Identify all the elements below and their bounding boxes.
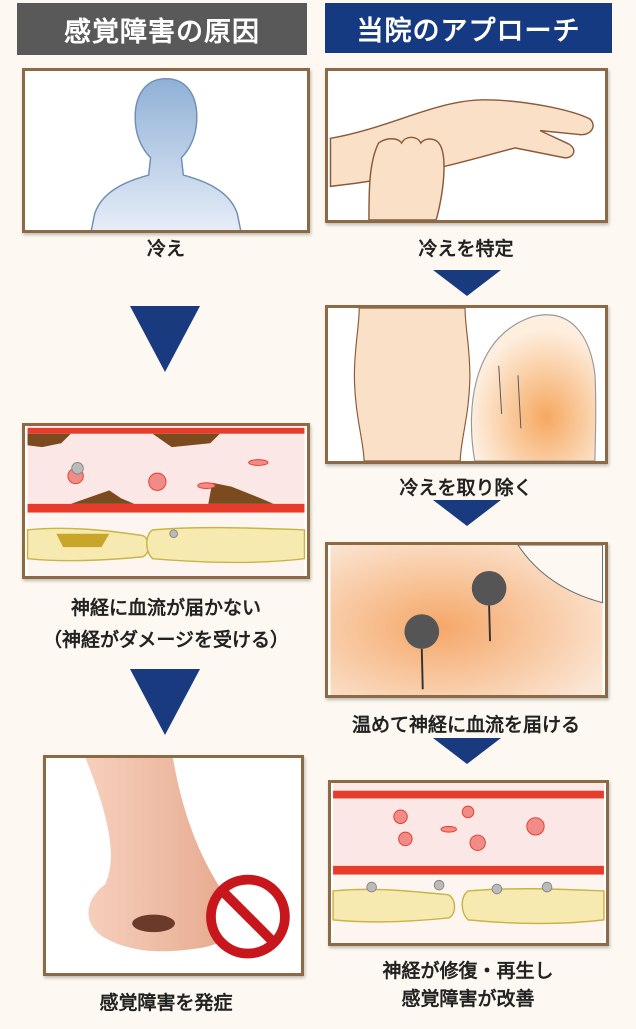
remove-cold-illustration xyxy=(325,305,608,464)
cold-body-illustration xyxy=(22,68,310,233)
numb-nose-illustration xyxy=(43,755,304,976)
down-arrow-icon xyxy=(433,738,501,764)
step-label-identify-cold: 冷えを特定 xyxy=(418,238,514,260)
step-label-nerve-repair: 神経が修復・再生し xyxy=(382,960,554,982)
step-sublabel-improvement: 感覚障害が改善 xyxy=(401,988,535,1010)
down-arrow-icon xyxy=(130,306,200,372)
cause-header: 感覚障害の原因 xyxy=(17,3,307,55)
palpation-illustration xyxy=(325,68,608,223)
step-label-sensory-disorder-onset: 感覚障害を発症 xyxy=(99,992,233,1014)
step-sublabel-nerve-damage: （神経がダメージを受ける） xyxy=(42,629,290,651)
approach-header: 当院のアプローチ xyxy=(325,3,612,53)
step-label-no-bloodflow: 神経に血流が届かない xyxy=(70,597,262,619)
blocked-bloodflow-illustration xyxy=(22,423,310,579)
moxibustion-illustration xyxy=(325,542,608,698)
step-label-warm-nerves: 温めて神経に血流を届ける xyxy=(351,714,581,736)
down-arrow-icon xyxy=(130,669,200,735)
down-arrow-icon xyxy=(433,500,501,526)
down-arrow-icon xyxy=(433,270,501,296)
step-label-cold: 冷え xyxy=(146,238,186,260)
restored-bloodflow-illustration xyxy=(328,780,609,946)
step-label-remove-cold: 冷えを取り除く xyxy=(399,477,533,499)
